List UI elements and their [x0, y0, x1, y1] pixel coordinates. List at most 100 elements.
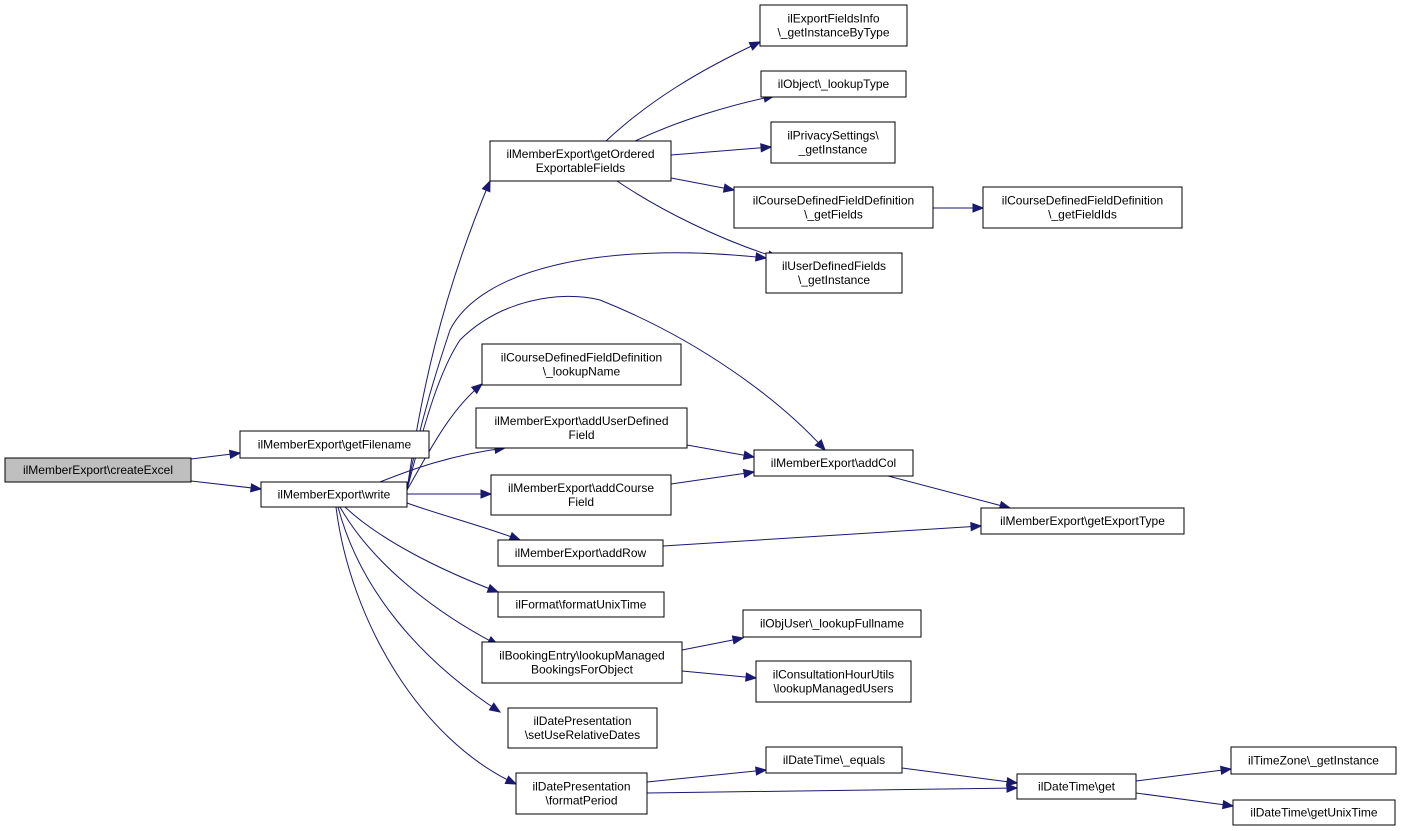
node-setUseRelative[interactable]: ilDatePresentation\setUseRelativeDates — [507, 707, 658, 749]
node-cdfGetFields[interactable]: ilCourseDefinedFieldDefinition\_getField… — [733, 186, 934, 229]
node-label: ilCourseDefinedFieldDefinition — [753, 194, 914, 208]
edge-line — [646, 769, 767, 783]
node-consultation[interactable]: ilConsultationHourUtils\lookupManagedUse… — [755, 660, 912, 703]
graph-edges — [190, 41, 1235, 810]
node-label: ilDateTime\get — [1038, 780, 1116, 794]
edge-dtGet-to-tzGetInstance — [1135, 765, 1233, 782]
node-label: \_getFieldIds — [1048, 208, 1117, 222]
edge-write-to-setUseRelative — [337, 506, 502, 713]
arrowhead-icon — [742, 468, 756, 479]
edge-line — [379, 447, 506, 483]
arrowhead-icon — [745, 672, 758, 682]
edge-addCol-to-getExportType — [887, 475, 1012, 510]
node-box — [1230, 746, 1397, 775]
node-label: \_getInstanceByType — [777, 26, 889, 40]
edge-createExcel-to-getFilename — [190, 449, 242, 460]
edge-line — [662, 525, 982, 547]
node-dtGet[interactable]: ilDateTime\get — [1016, 773, 1137, 800]
edge-line — [901, 767, 1018, 784]
node-label: ilMemberExport\createExcel — [23, 463, 173, 477]
node-box — [755, 660, 912, 703]
node-lookupManaged[interactable]: ilBookingEntry\lookupManagedBookingsForO… — [481, 641, 683, 684]
node-cdfLookupName[interactable]: ilCourseDefinedFieldDefinition\_lookupNa… — [481, 343, 682, 386]
edge-getOrdered-to-exportFieldsInfo — [605, 41, 762, 142]
node-dtEquals[interactable]: ilDateTime\_equals — [765, 746, 903, 774]
arrowhead-icon — [731, 635, 745, 645]
edge-line — [190, 480, 262, 490]
arrowhead-icon — [755, 766, 768, 776]
node-getFilename[interactable]: ilMemberExport\getFilename — [239, 430, 430, 459]
arrowhead-icon — [748, 41, 762, 51]
node-label: Field — [568, 428, 594, 442]
node-privacySettings[interactable]: ilPrivacySettings\_getInstance — [770, 121, 896, 164]
node-label: ilExportFieldsInfo — [787, 12, 879, 26]
node-label: ilFormat\formatUnixTime — [516, 598, 647, 612]
node-write[interactable]: ilMemberExport\write — [260, 481, 408, 508]
edge-write-to-formatPeriod — [335, 506, 518, 785]
arrowhead-icon — [814, 439, 826, 452]
edge-lookupManaged-to-objUserLookup — [681, 635, 745, 651]
node-createExcel[interactable]: ilMemberExport\createExcel — [4, 457, 192, 483]
node-exportFieldsInfo[interactable]: ilExportFieldsInfo\_getInstanceByType — [759, 4, 908, 47]
node-box — [1232, 799, 1396, 826]
node-box — [239, 430, 430, 459]
node-box — [1016, 773, 1137, 800]
arrowhead-icon — [972, 203, 985, 213]
node-box — [260, 481, 408, 508]
node-formatUnixTime[interactable]: ilFormat\formatUnixTime — [497, 591, 665, 618]
edge-line — [406, 252, 767, 491]
graph-nodes: ilMemberExport\createExcel ilMemberExport… — [4, 4, 1397, 826]
node-box — [475, 407, 688, 449]
node-box — [490, 474, 672, 516]
arrowhead-icon — [229, 449, 242, 459]
edge-line — [686, 444, 755, 458]
edge-line — [1135, 792, 1234, 807]
edge-write-to-formatUnixTime — [344, 506, 500, 593]
edge-write-to-udfGetInstance — [406, 252, 768, 491]
edge-line — [344, 506, 499, 593]
edge-line — [670, 146, 772, 156]
edge-formatPeriod-to-dtGet — [646, 783, 1019, 794]
node-dtGetUnix[interactable]: ilDateTime\getUnixTime — [1232, 799, 1396, 826]
node-box — [982, 186, 1183, 229]
node-label: ilMemberExport\getExportType — [1000, 514, 1165, 528]
node-label: ilMemberExport\getFilename — [258, 438, 412, 452]
node-label: ilDatePresentation — [533, 714, 631, 728]
node-label: _getInstance — [798, 143, 868, 157]
edge-dtGet-to-dtGetUnix — [1135, 792, 1235, 810]
node-addRow[interactable]: ilMemberExport\addRow — [497, 539, 664, 567]
node-label: \setUseRelativeDates — [525, 728, 640, 742]
node-label: ilMemberExport\getOrdered — [506, 147, 654, 161]
node-box — [507, 707, 658, 749]
node-box — [481, 343, 682, 386]
node-formatPeriod[interactable]: ilDatePresentation\formatPeriod — [515, 772, 648, 815]
node-label: \lookupManagedUsers — [773, 682, 893, 696]
edge-line — [339, 506, 499, 646]
node-getOrdered[interactable]: ilMemberExport\getOrderedExportableField… — [489, 140, 672, 182]
node-label: ilCourseDefinedFieldDefinition — [501, 351, 662, 365]
node-objUserLookup[interactable]: ilObjUser\_lookupFullname — [742, 609, 922, 638]
node-label: \_lookupName — [543, 365, 621, 379]
node-udfGetInstance[interactable]: ilUserDefinedFields\_getInstance — [765, 252, 903, 294]
arrowhead-icon — [250, 483, 263, 493]
arrowhead-icon — [722, 183, 736, 193]
node-box — [980, 507, 1185, 535]
node-label: ilObject\_lookupType — [778, 77, 890, 91]
node-box — [760, 70, 907, 98]
node-getExportType[interactable]: ilMemberExport\getExportType — [980, 507, 1185, 535]
node-box — [4, 457, 192, 483]
node-label: ilUserDefinedFields — [782, 259, 886, 273]
node-box — [733, 186, 934, 229]
node-tzGetInstance[interactable]: ilTimeZone\_getInstance — [1230, 746, 1397, 775]
arrowhead-icon — [1005, 776, 1019, 787]
node-cdfGetFieldIds[interactable]: ilCourseDefinedFieldDefinition\_getField… — [982, 186, 1183, 229]
node-addCol[interactable]: ilMemberExport\addCol — [753, 449, 914, 477]
edge-dtEquals-to-dtGet — [901, 767, 1019, 787]
edge-getOrdered-to-privacySettings — [670, 143, 773, 156]
node-objLookupType[interactable]: ilObject\_lookupType — [760, 70, 907, 98]
arrowhead-icon — [504, 775, 518, 785]
edge-line — [406, 502, 521, 541]
edge-addRow-to-getExportType — [662, 521, 983, 547]
